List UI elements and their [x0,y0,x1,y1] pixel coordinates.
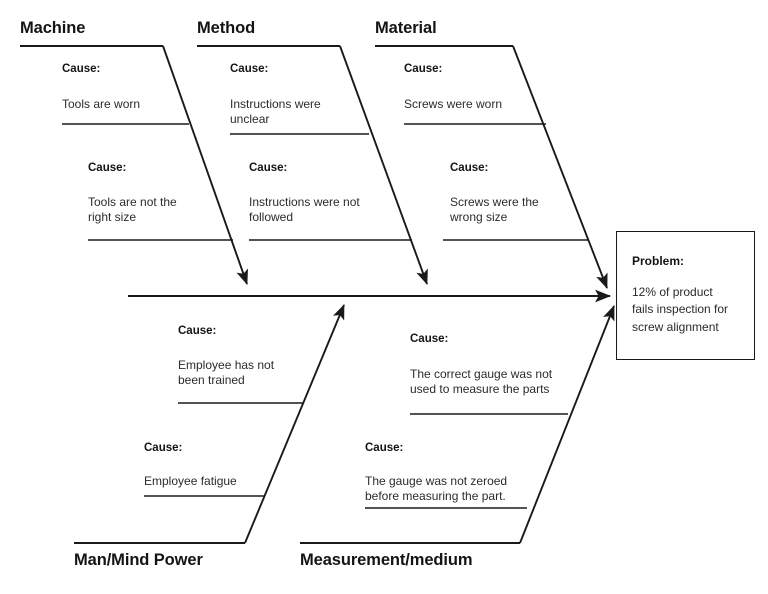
cause-header-man-mind-power-2: Cause: [144,442,183,454]
cause-text-measurement-medium-2: The gauge was not zeroed before measurin… [365,474,508,504]
cause-header-method-1: Cause: [230,63,269,75]
cause-text-material-1: Screws were worn [404,97,503,111]
cause-header-measurement-medium-2: Cause: [365,442,404,454]
cause-text-method-1: Instructions were unclear [230,97,321,127]
cause-text-method-2: Instructions were not followed [249,195,360,225]
cause-text-man-mind-power-1: Employee has not been trained [178,358,275,388]
cause-text-machine-1: Tools are worn [62,97,141,111]
cause-header-machine-1: Cause: [62,63,101,75]
problem-text: 12% of product fails inspection for scre… [632,285,729,334]
cause-header-machine-2: Cause: [88,162,127,174]
cause-text-man-mind-power-2: Employee fatigue [144,474,237,488]
category-title-material: Material [375,19,437,37]
cause-header-material-2: Cause: [450,162,489,174]
category-title-machine: Machine [20,19,86,37]
material-branch-line [512,45,608,289]
category-title-man-mind-power: Man/Mind Power [74,551,203,569]
problem-header: Problem: [632,254,685,268]
category-title-measurement-medium: Measurement/medium [300,551,473,569]
problem-box: Problem: 12% of product fails inspection… [616,231,755,360]
cause-text-material-2: Screws were the wrong size [450,195,539,225]
cause-header-method-2: Cause: [249,162,288,174]
cause-header-man-mind-power-1: Cause: [178,325,217,337]
machine-branch-line [162,45,248,285]
cause-header-material-1: Cause: [404,63,443,75]
cause-text-measurement-medium-1: The correct gauge was not used to measur… [410,367,553,397]
method-branch-line [339,45,428,285]
man-mind-power-branch-line [244,304,345,544]
category-title-method: Method [197,19,256,37]
measurement-medium-branch-line [519,305,615,544]
cause-header-measurement-medium-1: Cause: [410,333,449,345]
cause-text-machine-2: Tools are not the right size [88,195,177,225]
